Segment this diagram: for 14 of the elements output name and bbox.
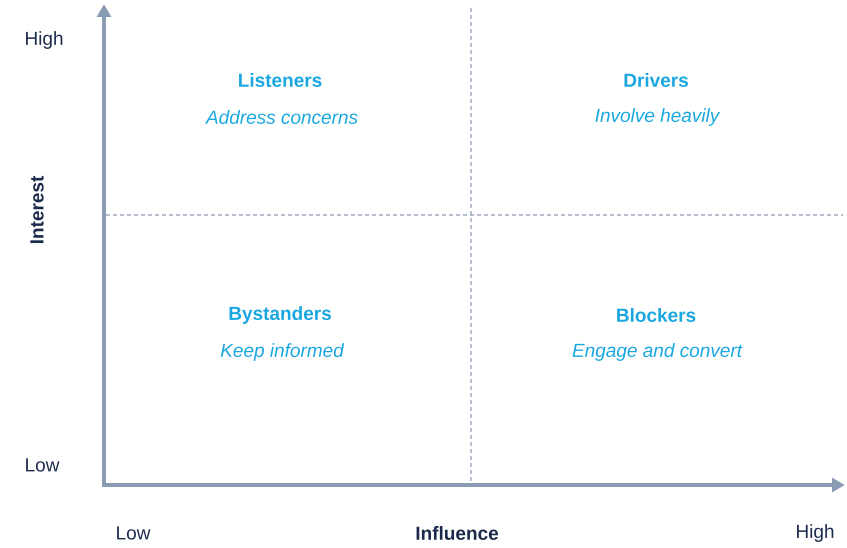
quadrant-note: Address concerns <box>205 110 358 124</box>
quadrant-note: Engage and convert <box>572 343 743 361</box>
quadrant-note: Involve heavily <box>595 108 720 126</box>
quadrant-note: Keep informed <box>220 343 344 361</box>
tick-label: High <box>797 524 834 542</box>
tick-label: Low <box>117 526 150 540</box>
axis-title: Influence <box>416 526 498 540</box>
quadrant-title: Blockers <box>617 308 696 322</box>
quadrant-title: Drivers <box>624 73 688 87</box>
tick-label: Low <box>26 458 60 472</box>
axis-title: Interest <box>30 176 44 244</box>
quadrant-title: Bystanders <box>230 306 331 324</box>
quadrant-title: Listeners <box>239 73 322 87</box>
tick-label: High <box>26 31 62 49</box>
